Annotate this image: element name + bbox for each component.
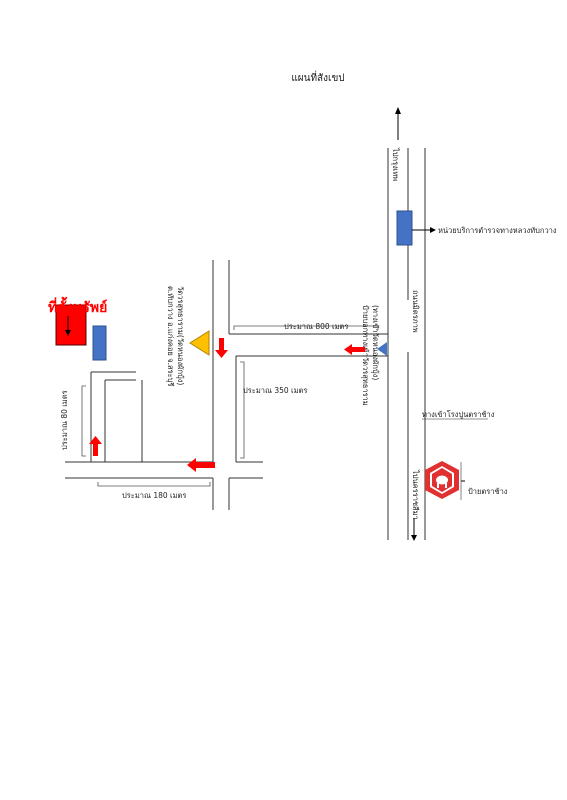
- dimension-180: [97, 482, 211, 487]
- south-direction-arrow: [411, 518, 417, 541]
- route-arrow: [215, 338, 228, 358]
- elephant-logo: [425, 461, 459, 499]
- police-unit-label: หน่วยบริการตำรวจทางหลวงทับกวาง: [438, 226, 557, 235]
- temple-name: วัดวรสุทธาราม(วัดหนองผักบุ้ง): [176, 286, 185, 385]
- left-sign-label: ป้ายบอกทางเข้าวัดวรสุทธาราม: [361, 305, 370, 406]
- route-arrow: [187, 458, 215, 472]
- to-bangkok-label: ไปกรุงเทพ: [391, 147, 400, 181]
- property-marker: [55, 304, 87, 346]
- temple-address: ต.ทับกวาง อ.แก่งคอย จ.สระบุรี: [166, 286, 175, 386]
- dimension-800: [233, 325, 379, 330]
- map-title: แผนที่สังเขป: [291, 70, 344, 84]
- dimension-350: [240, 361, 245, 459]
- north-direction-arrow: [395, 107, 401, 140]
- property-neighbor-box: [92, 325, 107, 361]
- road-180: [65, 461, 263, 479]
- distance-350-label: ประมาณ 350 เมตร: [243, 386, 307, 395]
- property-label: ที่ตั้งทรัพย์: [48, 296, 107, 316]
- cement-entrance-label: ทางเข้าโรงปูนตราช้าง: [422, 410, 495, 419]
- main-road-label: ถนนมิตรภาพ: [411, 290, 420, 333]
- elephant-sign-label: ป้ายตราช้าง: [468, 487, 508, 496]
- route-arrow: [344, 344, 365, 355]
- junction-marker: [377, 342, 387, 356]
- police-box: [396, 210, 413, 246]
- distance-180-label: ประมาณ 180 เมตร: [122, 491, 186, 500]
- temple-triangle: [189, 330, 210, 356]
- distance-800-label: ประมาณ 800 เมตร: [284, 322, 348, 331]
- dimension-80: [81, 385, 86, 457]
- to-nakhon-ratchasima-label: ไปนครราชสีมา: [411, 469, 420, 520]
- lane-80: [90, 371, 143, 462]
- route-arrow: [89, 436, 102, 456]
- road-350: [212, 260, 237, 510]
- left-sign-label-2: (ทางเข้าวัดหนองผักบุ้ง): [371, 305, 380, 380]
- distance-80-label: ประมาณ 80 เมตร: [60, 390, 69, 450]
- side-road-800: [229, 333, 388, 357]
